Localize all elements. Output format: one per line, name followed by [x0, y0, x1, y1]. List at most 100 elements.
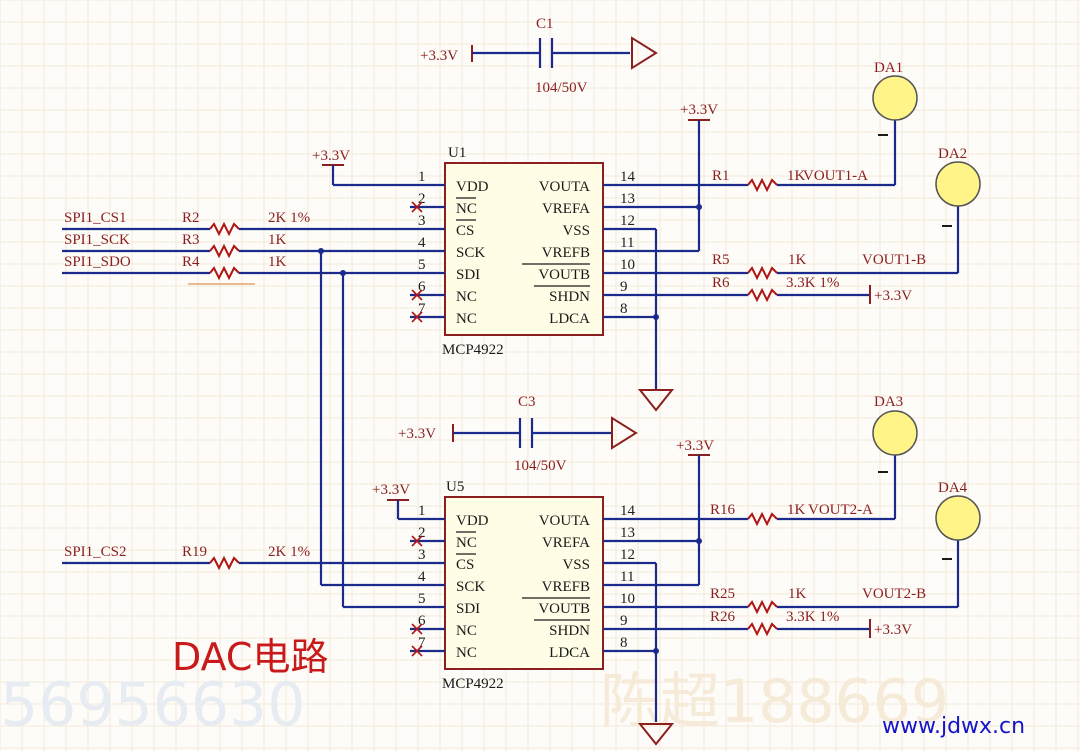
pin-name: NC	[456, 623, 477, 639]
test-point[interactable]	[935, 495, 981, 541]
pin-number: 5	[418, 591, 426, 607]
ground-icon	[637, 723, 675, 746]
pin-number: 7	[418, 301, 426, 317]
res-ref: R5	[712, 252, 730, 268]
ground-icon	[611, 416, 638, 450]
pin-name: VOUTB	[538, 267, 590, 283]
pin-name: VDD	[456, 513, 489, 529]
input-net-u1-sdo: SPI1_SDO R4 1K	[62, 254, 410, 281]
nc-mark	[411, 535, 423, 657]
power-label: +3.3V	[398, 426, 436, 442]
nc-mark	[411, 201, 423, 323]
res-ref: R1	[712, 168, 730, 184]
pin-number: 1	[418, 503, 426, 519]
net-label: VOUT1-B	[862, 252, 926, 268]
pin-name: VOUTA	[539, 179, 590, 195]
pin-name: VSS	[562, 223, 590, 239]
pin-name: LDCA	[549, 645, 590, 661]
cap-value: 104/50V	[535, 80, 588, 96]
chip-u1: U1 MCP4922 1 2 3 4 5 6 7 VDD NC CS SCK S…	[410, 145, 640, 358]
cap-ref: C1	[536, 16, 554, 32]
pin-name: VREFA	[542, 201, 590, 217]
power-label: +3.3V	[680, 102, 718, 118]
watermark-left: 56956630	[0, 670, 305, 740]
pin-name: VREFB	[542, 245, 590, 261]
site-url[interactable]: www.jdwx.cn	[882, 714, 1025, 739]
pin-name: VOUTB	[538, 601, 590, 617]
res-ref: R26	[710, 609, 736, 625]
net-label: VOUT2-A	[808, 502, 873, 518]
cap-c1: +3.3V C1 104/50V	[420, 16, 658, 96]
res-value: 3.3K 1%	[786, 609, 839, 625]
net-label: SPI1_CS1	[64, 210, 127, 226]
watermark-right: 陈超188669	[600, 667, 949, 737]
pin-name: NC	[456, 645, 477, 661]
res-value: 1K	[787, 168, 806, 184]
res-ref: R2	[182, 210, 200, 226]
pin-name: LDCA	[549, 311, 590, 327]
pin-name: SDI	[456, 601, 480, 617]
pin-number: 9	[620, 279, 628, 295]
pin-number: 3	[418, 547, 426, 563]
pin-number: 6	[418, 279, 426, 295]
pin-number: 6	[418, 613, 426, 629]
pin-number: 8	[620, 301, 628, 317]
pin-name: VDD	[456, 179, 489, 195]
power-label: +3.3V	[372, 482, 410, 498]
cap-ref: C3	[518, 394, 536, 410]
pin-number: 12	[620, 213, 635, 229]
power-label: +3.3V	[420, 48, 458, 64]
pin-number: 8	[620, 635, 628, 651]
net-label: SPI1_SDO	[64, 254, 131, 270]
power-label: +3.3V	[874, 288, 912, 304]
pin-number: 3	[418, 213, 426, 229]
pin-number: 9	[620, 613, 628, 629]
pin-number: 13	[620, 525, 635, 541]
pin-number: 10	[620, 257, 635, 273]
pin-name: VREFB	[542, 579, 590, 595]
test-point-label: DA1	[874, 60, 903, 76]
pin-number: 11	[620, 235, 634, 251]
res-value: 1K	[268, 232, 287, 248]
test-point[interactable]	[872, 75, 918, 121]
power-label: +3.3V	[312, 148, 350, 164]
net-label: SPI1_CS2	[64, 544, 127, 560]
ground-icon	[637, 389, 675, 412]
input-net-u1-sck: SPI1_SCK R3 1K	[62, 232, 410, 259]
pin-name: NC	[456, 201, 477, 217]
pin-number: 14	[620, 169, 636, 185]
power-label: +3.3V	[676, 438, 714, 454]
pin-number: 7	[418, 635, 426, 651]
res-value: 1K	[787, 502, 806, 518]
res-ref: R25	[710, 586, 735, 602]
pin-name: CS	[456, 223, 474, 239]
input-net-u5-cs: SPI1_CS2 R19 2K 1%	[62, 544, 410, 571]
pin-name: NC	[456, 535, 477, 551]
pin-name: NC	[456, 311, 477, 327]
res-value: 2K 1%	[268, 544, 310, 560]
input-net-u1-cs: SPI1_CS1 R2 2K 1%	[62, 210, 410, 237]
pin-number: 11	[620, 569, 634, 585]
cap-c3: +3.3V C3 104/50V	[398, 394, 638, 474]
res-value: 3.3K 1%	[786, 275, 839, 291]
chip-ref: U1	[448, 145, 466, 161]
pin-name: CS	[456, 557, 474, 573]
pin-name: SCK	[456, 245, 485, 261]
test-point[interactable]	[872, 410, 918, 456]
pin-name: VSS	[562, 557, 590, 573]
chip-ref: U5	[446, 479, 464, 495]
net-label: VOUT2-B	[862, 586, 926, 602]
pin-number: 14	[620, 503, 636, 519]
res-ref: R6	[712, 275, 730, 291]
pin-name: SCK	[456, 579, 485, 595]
power-label: +3.3V	[874, 622, 912, 638]
res-ref: R16	[710, 502, 736, 518]
res-ref: R4	[182, 254, 200, 270]
pin-number: 5	[418, 257, 426, 273]
test-point-label: DA2	[938, 146, 967, 162]
test-point[interactable]	[935, 161, 981, 207]
chip-part: MCP4922	[442, 342, 504, 358]
pin-number: 2	[418, 525, 426, 541]
diagram-title: DAC电路	[172, 635, 328, 679]
pin-name: SHDN	[549, 289, 590, 305]
